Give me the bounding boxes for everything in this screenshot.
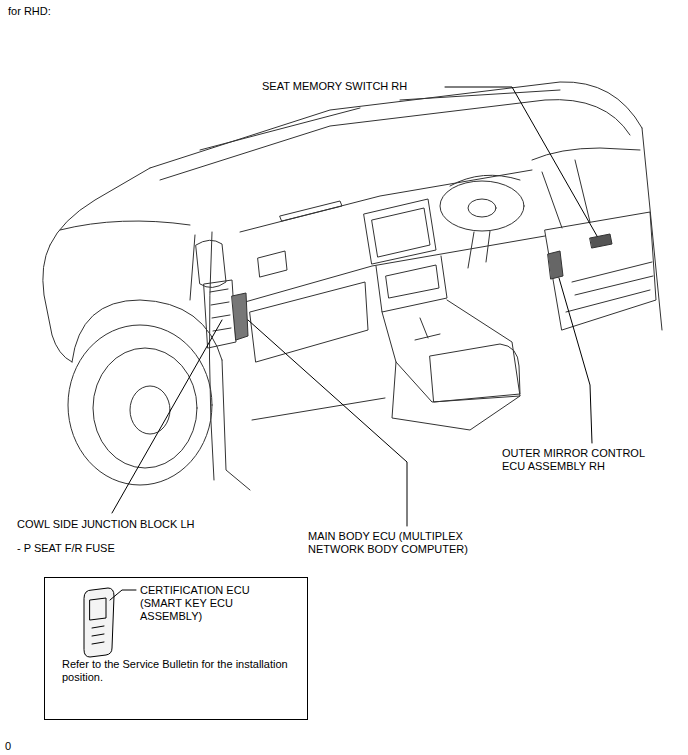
steering-hub <box>468 199 496 217</box>
inset-box: CERTIFICATION ECU (SMART KEY ECU ASSEMBL… <box>44 577 308 720</box>
dash-front <box>245 236 545 302</box>
main-body-ecu <box>232 293 248 340</box>
door-panel <box>545 212 656 330</box>
label-anchor: COWL SIDE JUNCTION BLOCK LH <box>17 518 194 531</box>
door-window <box>542 160 590 228</box>
part-label: SEAT MEMORY SWITCH RH <box>262 80 407 93</box>
rim <box>93 348 197 468</box>
center-stack <box>376 256 447 312</box>
title-anchor: for RHD: <box>8 5 51 18</box>
label-anchor: SEAT MEMORY SWITCH RH <box>262 80 407 93</box>
title: for RHD: <box>8 5 51 18</box>
junction-block-detail <box>210 289 231 331</box>
door-pocket <box>566 290 650 312</box>
label-anchor: MAIN BODY ECU (MULTIPLEX NETWORK BODY CO… <box>308 530 493 556</box>
leader-line <box>112 320 222 513</box>
dash-vent <box>258 251 287 277</box>
certification-ecu-icon <box>84 588 114 657</box>
meter-hood <box>450 175 520 186</box>
label-anchor: OUTER MIRROR CONTROL ECU ASSEMBLY RH <box>502 447 662 473</box>
leader-line <box>559 278 592 443</box>
hood <box>43 245 72 362</box>
label-anchor: 0 <box>5 740 11 753</box>
icon-leader <box>110 590 136 600</box>
outer-mirror-ecu <box>548 251 563 279</box>
seat-memory-switch <box>590 234 612 248</box>
floor-line <box>252 398 385 420</box>
cowl-side-junction-block <box>204 280 236 348</box>
console <box>382 300 520 402</box>
leader-line <box>445 87 597 236</box>
door-edge <box>642 128 662 330</box>
steering-wheel <box>440 181 524 231</box>
label-anchor: - P SEAT F/R FUSE <box>17 542 115 555</box>
part-label: - P SEAT F/R FUSE <box>17 542 115 555</box>
dash-top <box>240 170 532 232</box>
center-screen-inner <box>372 208 430 257</box>
hvac-panel <box>386 265 439 298</box>
hub <box>130 386 170 434</box>
console-side <box>392 362 520 430</box>
part-label: COWL SIDE JUNCTION BLOCK LH <box>17 518 194 531</box>
roof-line <box>150 82 642 168</box>
fender-line <box>60 221 190 230</box>
glovebox <box>250 282 368 362</box>
certification-ecu-detail <box>90 598 106 644</box>
windshield-edge <box>160 100 630 180</box>
lower-body <box>222 360 250 490</box>
part-name: CERTIFICATION ECU (SMART KEY ECU ASSEMBL… <box>140 584 275 624</box>
armrest <box>430 344 520 402</box>
note-text: Refer to the Service Bulletin for the in… <box>62 658 297 684</box>
part-label: MAIN BODY ECU (MULTIPLEX NETWORK BODY CO… <box>308 530 493 556</box>
part-label: OUTER MIRROR CONTROL ECU ASSEMBLY RH <box>502 447 662 473</box>
leader-line <box>248 320 407 526</box>
defroster <box>280 201 342 221</box>
door-armrest <box>572 262 653 295</box>
shift-lever <box>415 318 440 340</box>
steering-column <box>468 231 490 268</box>
page-number: 0 <box>5 740 11 753</box>
center-screen <box>364 199 436 264</box>
a-pillar <box>50 168 150 245</box>
wheel-arch <box>72 300 222 362</box>
roof-inner <box>200 90 560 150</box>
tire <box>68 325 212 485</box>
